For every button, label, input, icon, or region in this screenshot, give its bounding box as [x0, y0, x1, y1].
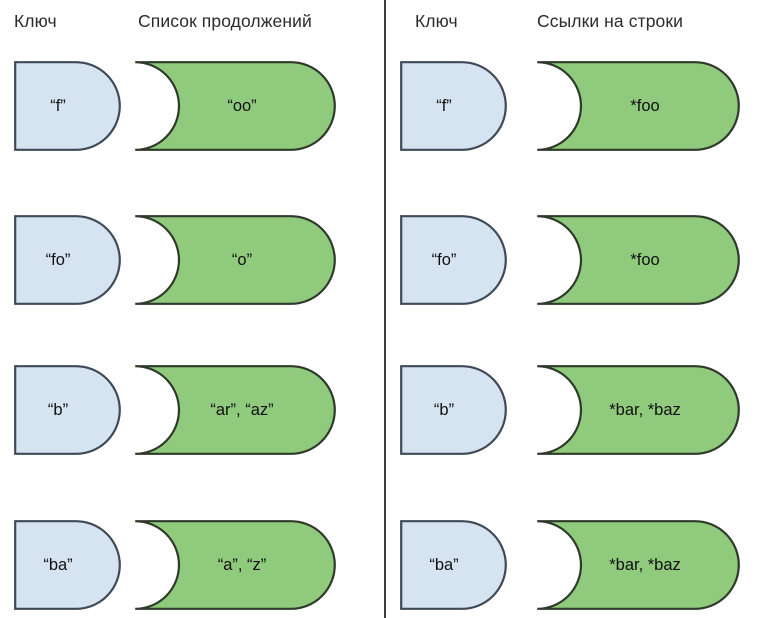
value-shape — [135, 215, 336, 305]
column-header-value-right: Ссылки на строки — [537, 11, 683, 31]
value-shape — [135, 365, 336, 455]
key-shape — [400, 61, 507, 151]
panel-continuation-list: Ключ Список продолжений “f” “oo” “fo” “o… — [14, 11, 336, 610]
panel-divider — [384, 0, 386, 618]
key-shape — [400, 365, 507, 455]
value-shape — [135, 520, 336, 610]
column-header-key-left: Ключ — [14, 11, 57, 31]
value-shape — [537, 365, 740, 455]
value-shape — [537, 61, 740, 151]
column-header-key-right: Ключ — [415, 11, 458, 31]
key-shape — [400, 520, 507, 610]
value-shape — [537, 520, 740, 610]
value-shape — [135, 61, 336, 151]
panel-string-references: Ключ Ссылки на строки “f” *foo “fo” *foo… — [386, 0, 762, 618]
key-shape — [14, 215, 121, 305]
key-shape — [14, 61, 121, 151]
key-shape — [14, 520, 121, 610]
key-shape — [14, 365, 121, 455]
key-shape — [400, 215, 507, 305]
column-header-value-left: Список продолжений — [138, 11, 312, 31]
value-shape — [537, 215, 740, 305]
